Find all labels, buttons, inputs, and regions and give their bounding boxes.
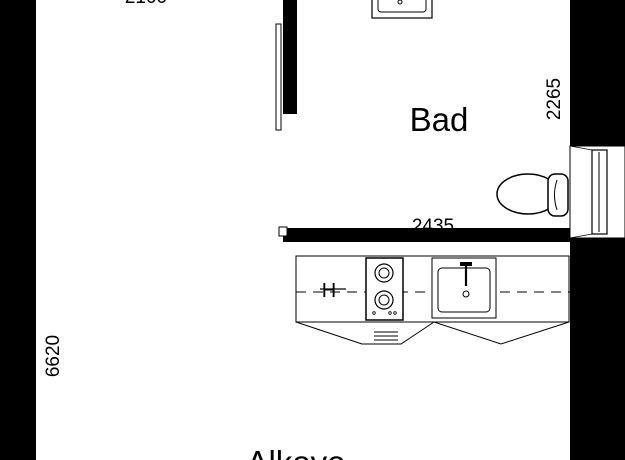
kitchen-sink (431, 257, 497, 319)
right-exterior-wall-upper (570, 0, 625, 146)
bathroom-window (569, 145, 625, 239)
cooktop (365, 257, 404, 321)
left-exterior-wall (0, 0, 36, 460)
room-label-bad: Bad (410, 101, 469, 138)
dimension-bad-width: 2435 (412, 216, 454, 237)
toilet (496, 173, 569, 217)
dimension-bad-height: 2265 (544, 78, 565, 120)
room-label-alkove: Alkove (246, 444, 345, 460)
appliance-h-label: H (322, 280, 336, 302)
bathroom-door-leaf (275, 23, 282, 131)
right-exterior-wall-lower (570, 238, 625, 460)
bathroom-bottom-wall (283, 228, 570, 242)
dimension-top-partial: 2100 (125, 0, 167, 8)
bathroom-left-wall (283, 0, 297, 114)
bathroom-sink (371, 0, 433, 19)
dimension-total-depth: 6620 (43, 335, 64, 377)
appliance-h-mark: H (320, 280, 346, 302)
door-jamb (278, 226, 288, 237)
